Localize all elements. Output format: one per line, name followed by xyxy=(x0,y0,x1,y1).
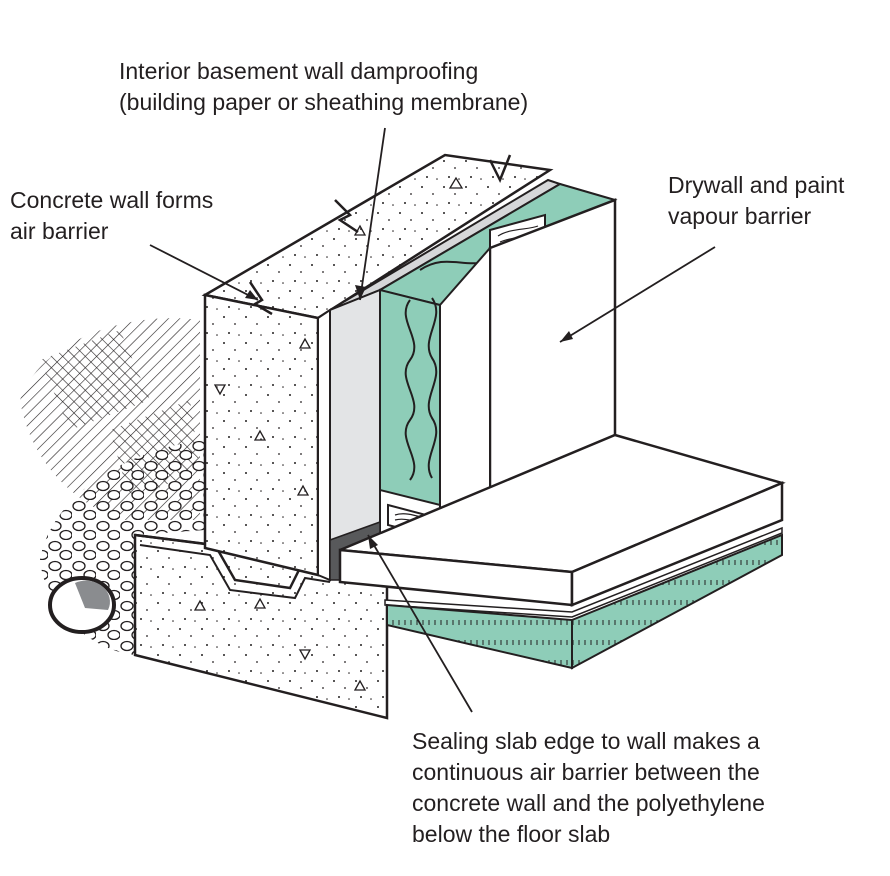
aggregate-marks xyxy=(193,176,464,691)
damproofing-membrane xyxy=(329,178,563,572)
polyethylene xyxy=(384,526,783,618)
drain-tile xyxy=(48,576,116,634)
label-sealing-line2: continuous air barrier between the xyxy=(412,759,760,785)
label-drywall-line2: vapour barrier xyxy=(668,203,812,229)
label-concrete-line2: air barrier xyxy=(10,218,109,244)
leader-sealing xyxy=(367,534,473,713)
leader-lines xyxy=(149,127,716,713)
label-damproofing: Interior basement wall damproofing (buil… xyxy=(119,56,528,118)
floor-slab xyxy=(338,433,786,607)
leader-drywall xyxy=(559,246,716,343)
label-concrete-line1: Concrete wall forms xyxy=(10,187,214,213)
concrete-wall xyxy=(201,153,554,582)
under-slab-insulation xyxy=(386,533,783,670)
label-sealing-line3: concrete wall and the polyethylene xyxy=(412,790,765,816)
label-sealing-line4: below the floor slab xyxy=(412,821,611,847)
label-sealing: Sealing slab edge to wall makes a contin… xyxy=(412,726,765,850)
label-sealing-line1: Sealing slab edge to wall makes a xyxy=(412,728,760,754)
label-drywall: Drywall and paint vapour barrier xyxy=(668,170,844,232)
label-concrete-wall: Concrete wall forms air barrier xyxy=(10,185,213,247)
leader-concrete xyxy=(149,244,259,301)
leader-damproofing xyxy=(359,127,386,301)
label-damproofing-line2: (building paper or sheathing membrane) xyxy=(119,89,529,115)
label-drywall-line1: Drywall and paint xyxy=(668,172,845,198)
drywall-panel xyxy=(439,198,617,543)
label-damproofing-line1: Interior basement wall damproofing xyxy=(119,58,479,84)
